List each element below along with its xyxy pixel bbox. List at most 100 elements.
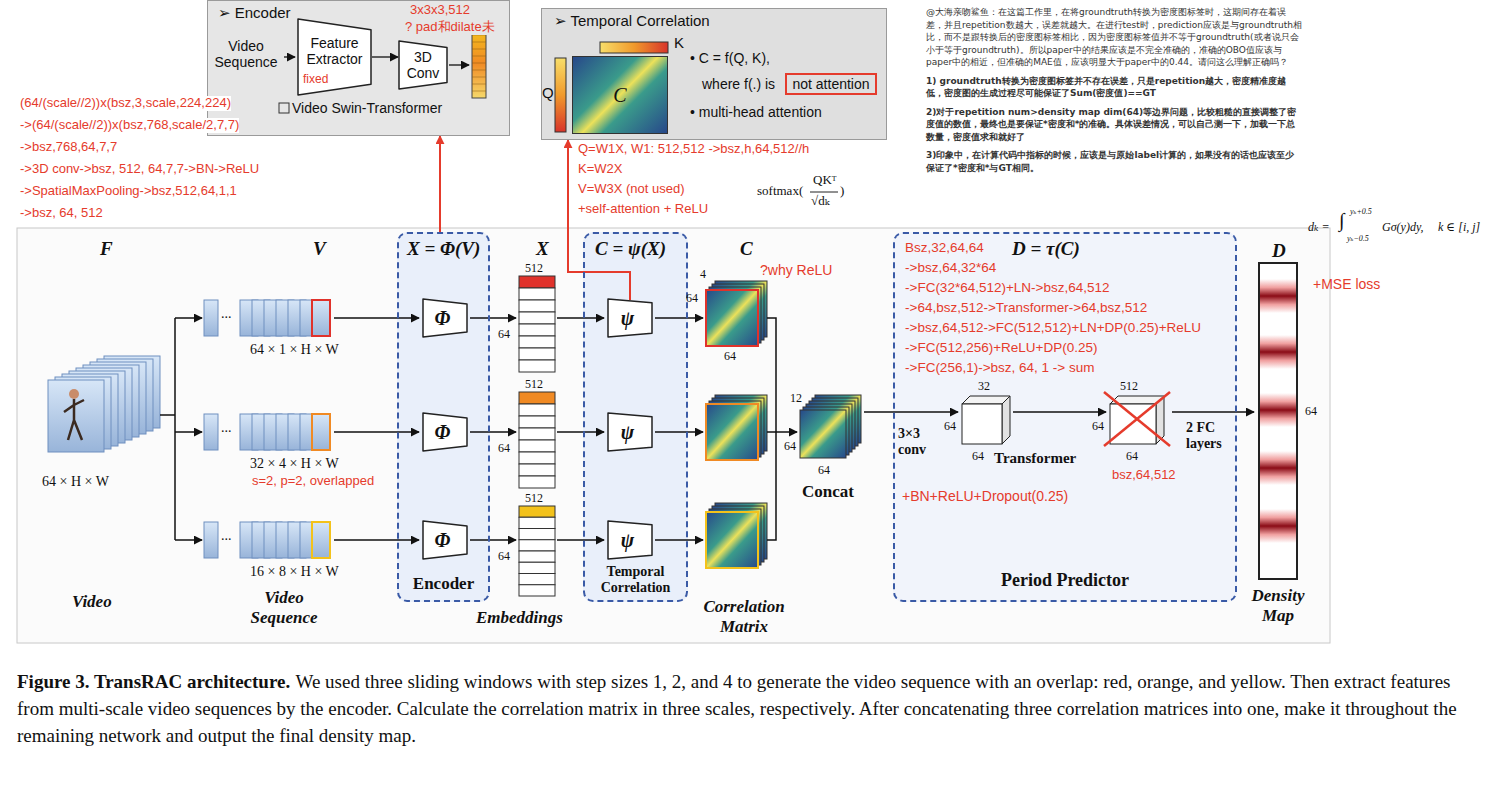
ellipsis: ... [221,528,232,544]
embedding-cell [519,312,555,324]
ellipsis: ... [221,306,232,322]
connector [372,56,398,57]
dimension-label: 64 [724,350,736,364]
node-text: not attention [792,76,869,92]
dimension-label: 64 × H × W [42,474,109,490]
flow-arrow [334,539,419,541]
stage-label: Embeddings [476,608,563,628]
feature-bar-cell [472,84,486,85]
feature-bar-cell [472,63,486,64]
figure-caption: Figure 3. TransRAC architecture.We used … [17,668,1487,749]
predictor-note: ->FC(512,256)+ReLU+DP(0.25) [905,340,1097,356]
encoder-block: Φ [422,298,468,338]
red-cross [1104,392,1170,446]
module-label: Video Swin-Transformer [292,100,442,116]
dimension-label: 64 [1092,420,1104,434]
formula-part: QKᵀ [813,173,837,188]
flow-arrow [470,431,516,433]
dimension-label: 64 [498,328,510,342]
block-outline-shape [423,413,467,451]
node-text: ➢ Encoder [218,4,291,21]
connector [568,140,630,300]
matrix-axis-label: Q [542,84,554,101]
formula-part: dₖ = [1308,221,1329,235]
dimension-label: 64 [784,440,796,454]
sequence-frame [312,300,330,336]
flow-arrow [1172,411,1254,413]
flow-arrow [557,317,604,319]
block-outline-shape [423,299,467,337]
inset-panel: ➢ Temporal CorrelationCnot attention [541,8,887,140]
flow-arrow [864,411,958,413]
dimension-label: 4 [700,268,706,282]
sequence-frame [312,522,330,558]
flow-arrow [776,431,797,433]
note-paragraph: @大海亲吻鲨鱼：在这篇工作里，在将groundtruth转换为密度图标签时，这期… [926,6,1302,69]
math-symbol: X [536,238,549,260]
dimension-label: 512 [525,492,543,506]
embedding-cell [519,416,555,428]
math-symbol: C [740,238,753,260]
embedding-cell [519,300,555,312]
matrix-box: C [572,56,668,134]
note-paragraph: 2)对于repetition num>density map dim(64)等边… [926,106,1302,144]
bullet-text: • multi-head attention [690,104,822,120]
embedding-cell [519,276,555,288]
dimension-label: 64 [498,442,510,456]
input-label: Video Sequence [210,38,282,70]
dimension-label: 64 [1126,450,1138,464]
operation-label: 3×3 conv [898,426,938,458]
embedding-cell [519,574,555,585]
shape-note: ->3D conv->bsz, 512, 64,7,7->BN->ReLU [20,162,259,177]
stage-label: Video Sequence [236,588,332,627]
encoder-block: Φ [422,412,468,452]
node-text: Period Predictor [895,570,1235,591]
note-paragraph: 3)印象中，在计算代码中指标的时候，应该是与原始label计算的，如果没有的话也… [926,149,1302,174]
density-peak [1260,509,1296,543]
node-text: Φ [435,421,456,444]
dimension-label: 512 [525,262,543,276]
dimension-label: 16 × 8 × H × W [250,564,339,580]
block-outline-shape [298,19,371,95]
embedding-cell [519,440,555,452]
red-note: fixed [303,73,328,87]
bullet-text: where f(.) is [702,76,775,92]
module-region: C = ψ(X)Temporal Correlationψψψ [583,232,688,602]
shape-note: (64/(scale//2))x(bsz,3,scale,224,224) [20,96,231,111]
sequence-frame [312,414,330,450]
feature-bar-cell [472,56,486,57]
tensor-cube [1002,396,1010,444]
note-block: @大海亲吻鲨鱼：在这篇工作里，在将groundtruth转换为密度图标签时，这期… [926,6,1302,180]
feature-bar-cell [472,91,486,92]
dimension-label: 64 [498,550,510,564]
node-text: ψ [621,421,639,444]
figure-panel [17,228,1330,643]
red-note: bsz,64,512 [1112,468,1176,483]
dimension-label: 12 [790,392,802,406]
node-text: D = τ(C) [1012,238,1080,260]
predictor-note: ->bsz,64,32*64 [905,260,996,276]
dimension-label: 64 [686,292,698,306]
dashed-ground [893,232,1237,602]
node-text: Φ [435,529,456,552]
feature-bar-cell [472,49,486,50]
inset-ground [207,0,510,136]
dimension-label: 64 [818,464,830,478]
query-bar [555,58,566,132]
embedding-cell [519,336,555,348]
embedding-cell [519,288,555,300]
flow-arrow [175,317,202,319]
checkbox-symbol [279,103,289,113]
attention-note: Q=W1X, W1: 512,512 ->bsz,h,64,512//h [578,142,809,157]
dimension-label: 512 [525,378,543,392]
fraction-line [810,192,838,193]
feature-bar-cell [472,77,486,78]
formula-part: k ∈ [i, j] [1438,221,1480,235]
shape-note: ->bsz,768,64,7,7 [20,140,117,155]
block-outline-shape [608,521,652,559]
video-frame [48,380,104,452]
operation-label: Transformer [994,450,1076,467]
flow-arrow [1013,411,1106,413]
